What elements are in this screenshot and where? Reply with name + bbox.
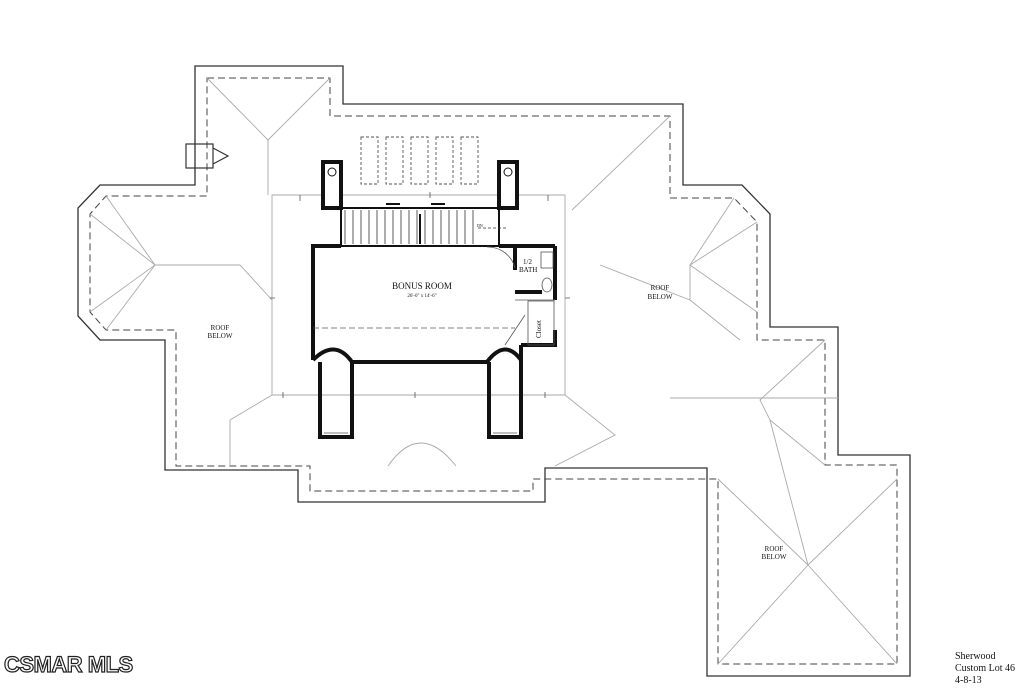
closet-label: Closet — [535, 320, 543, 338]
post-right — [503, 167, 513, 177]
bonus-room-dimensions: 26'-0" x 14'-6" — [407, 294, 436, 299]
roof-below-label-left-2: BELOW — [208, 332, 233, 340]
dormer-left — [321, 160, 343, 210]
roof-below-label-lower-2: BELOW — [762, 553, 787, 561]
stair-direction-label: DN — [477, 223, 483, 228]
roof-eave-dashed — [89, 77, 898, 665]
title-date: 4-8-13 — [955, 675, 982, 686]
roof-below-label-left-1: ROOF — [211, 324, 230, 332]
half-bath-label-line2: BATH — [519, 266, 537, 274]
roof-below-label-right-2: BELOW — [648, 293, 673, 301]
roof-hip-lines — [89, 77, 898, 665]
title-block: Sherwood Custom Lot 46 4-8-13 — [955, 651, 1015, 687]
chimney — [185, 143, 230, 169]
title-project: Sherwood — [955, 651, 996, 662]
bonus-room-label: BONUS ROOM — [392, 281, 452, 291]
bonus-room-walls — [311, 244, 557, 439]
mls-watermark: CSMAR MLS — [3, 651, 133, 677]
skylights — [360, 136, 479, 185]
post-left — [327, 167, 337, 177]
bonus-room-detail — [313, 246, 555, 434]
staircase — [340, 203, 506, 247]
roof-outline — [77, 65, 911, 677]
roof-below-label-lower-1: ROOF — [765, 545, 784, 553]
roof-below-label-right-1: ROOF — [651, 284, 670, 292]
half-bath-label-line1: 1/2 — [523, 258, 532, 266]
title-lot: Custom Lot 46 — [955, 663, 1016, 674]
wall-ticks — [270, 192, 570, 398]
dormer-right — [497, 160, 519, 210]
